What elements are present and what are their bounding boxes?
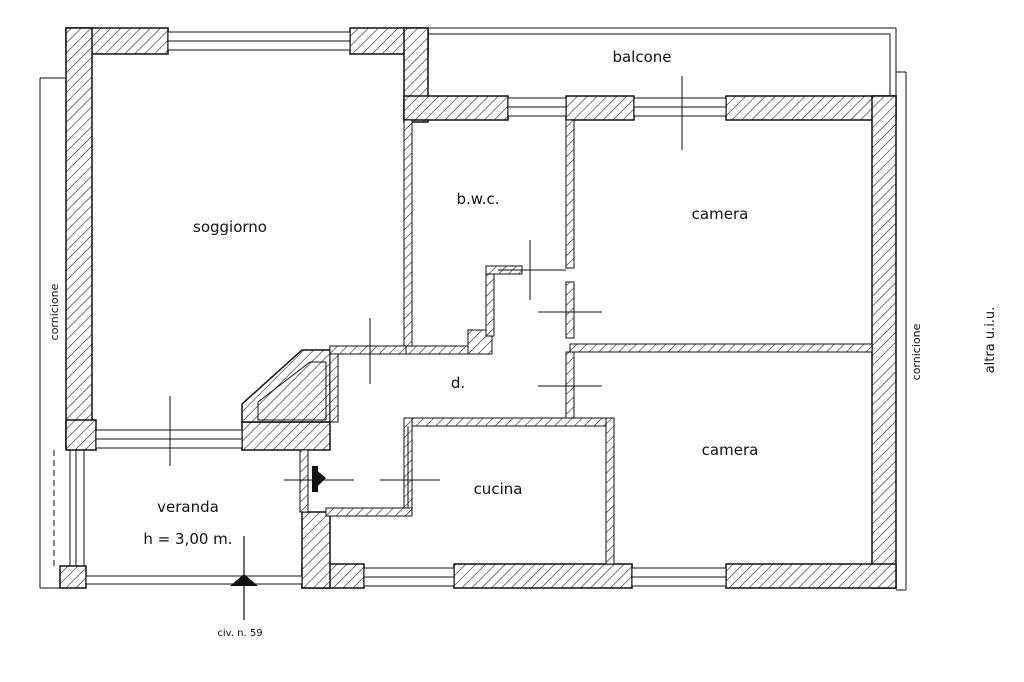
door-markers [169,76,683,508]
label-cornicione-left: cornicione [48,283,61,340]
cornicione-lines [39,71,907,591]
room-label-balcone: balcone [612,48,671,66]
room-label-camera-top: camera [692,205,749,223]
label-altra-uiu: altra u.i.u. [983,307,998,374]
room-label-camera-bottom: camera [702,441,759,459]
balcony [428,27,897,106]
internal-walls [299,119,873,565]
room-label-soggiorno: soggiorno [193,218,267,236]
room-label-veranda: veranda [157,498,219,516]
label-cornicione-right: cornicione [910,323,923,380]
room-label-cucina: cucina [474,480,523,498]
outer-walls [59,27,897,589]
room-label-veranda-height: h = 3,00 m. [143,530,232,548]
room-label-bwc: b.w.c. [457,190,500,208]
corner-cabinet [257,361,327,421]
label-civic-number: civ. n. 59 [217,628,262,639]
room-label-disimpegno: d. [451,374,465,392]
windows [69,31,727,587]
